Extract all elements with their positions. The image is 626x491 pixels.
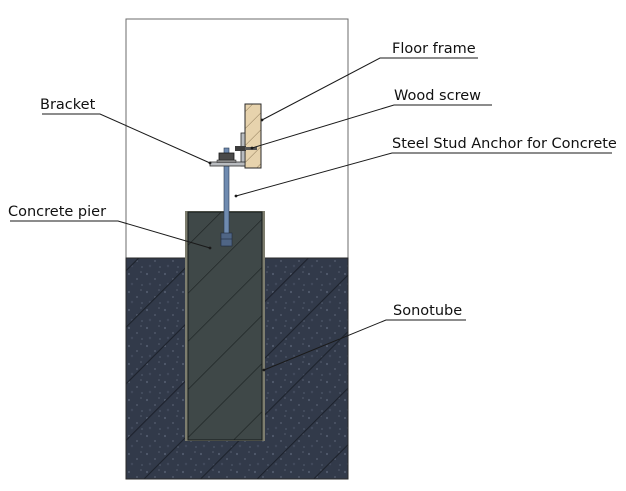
leader-bracket <box>42 113 211 164</box>
label-wood-screw: Wood screw <box>394 88 481 104</box>
leader-steel-stud-anchor <box>235 152 612 197</box>
floor-frame <box>244 103 262 169</box>
label-floor-frame: Floor frame <box>392 41 476 57</box>
leader-sonotube <box>263 319 466 371</box>
leader-wood-screw <box>251 104 492 149</box>
label-concrete-pier: Concrete pier <box>8 204 106 220</box>
label-sonotube: Sonotube <box>393 303 462 319</box>
leader-floor-frame <box>261 57 478 121</box>
leader-concrete-pier <box>10 220 211 249</box>
label-steel-stud-anchor: Steel Stud Anchor for Concrete <box>392 136 617 152</box>
concrete-pier <box>187 211 263 441</box>
label-bracket: Bracket <box>40 97 96 113</box>
steel-stud-anchor <box>220 147 233 247</box>
